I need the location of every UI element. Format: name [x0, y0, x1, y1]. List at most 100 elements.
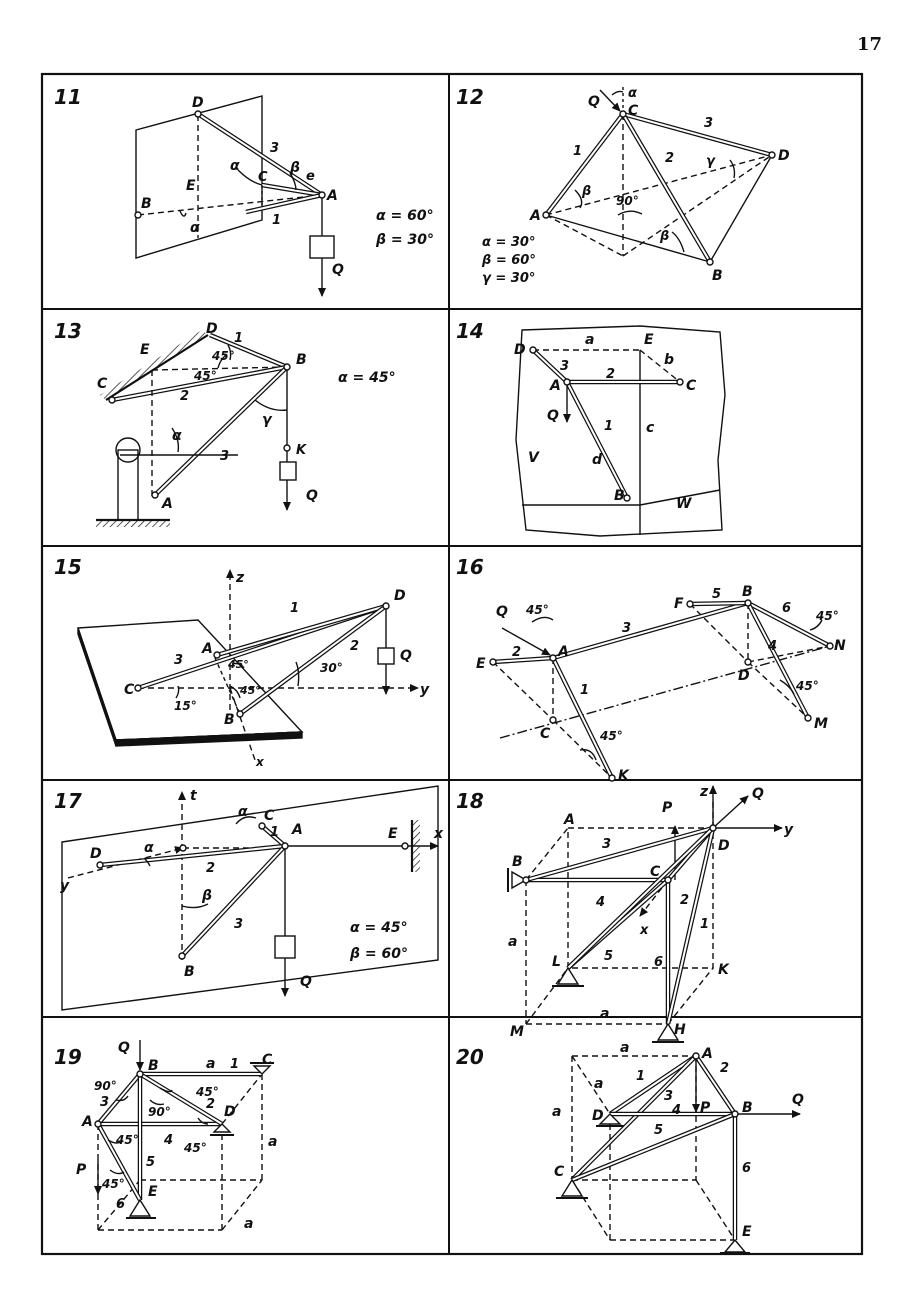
point-label: A	[549, 378, 561, 394]
panel-16: 16	[456, 555, 846, 784]
member-label: 2	[680, 893, 689, 908]
panel-13: 13	[54, 319, 396, 527]
panel-14: 14 D E A C B a b c d 1	[456, 319, 726, 537]
panel-grid	[40, 72, 864, 1256]
force-label: Q	[547, 408, 559, 424]
member-label: 3	[560, 359, 569, 374]
force-label: P	[700, 1100, 711, 1116]
point-label: N	[834, 638, 846, 654]
member-label: 1	[604, 419, 613, 434]
member-label: 3	[234, 917, 243, 932]
diagram-20	[556, 1052, 801, 1254]
point-label: A	[529, 208, 541, 224]
problem-number: 16	[456, 555, 484, 579]
angle-label: α	[628, 86, 637, 101]
point-label: B	[614, 488, 625, 504]
angle-label: 90°	[94, 1079, 117, 1093]
angle-label: α	[238, 804, 248, 820]
member-label: 1	[270, 825, 279, 840]
member-label: 3	[174, 653, 183, 668]
point-label: E	[148, 1184, 158, 1200]
angle-label: 45°	[815, 609, 839, 623]
diagram-15	[77, 569, 419, 761]
panel-19: 19	[54, 1040, 277, 1232]
axis-label: x	[433, 826, 444, 842]
angle-label: α	[144, 840, 154, 856]
member-label: 1	[573, 144, 582, 159]
member-label: 1	[234, 331, 243, 346]
member-label: 3	[602, 837, 611, 852]
given-value: α = 30°	[482, 235, 535, 250]
point-label: A	[557, 644, 569, 660]
axis-label: x	[255, 755, 265, 769]
angle-label: 45°	[599, 729, 623, 743]
angle-label: 90°	[148, 1105, 171, 1119]
point-label: A	[701, 1046, 713, 1062]
angle-label: 45°	[795, 679, 819, 693]
member-label: 2	[606, 367, 615, 382]
force-label: P	[76, 1162, 87, 1178]
point-label: D	[394, 588, 406, 604]
member-label: 4	[595, 895, 605, 910]
force-label: P	[662, 800, 673, 816]
point-label: E	[644, 332, 654, 348]
angle-label: α	[190, 220, 200, 236]
member-label: 5	[146, 1155, 155, 1170]
problem-number: 15	[54, 555, 82, 579]
point-label: M	[510, 1024, 524, 1040]
point-label: D	[514, 342, 526, 358]
point-label: E	[742, 1224, 752, 1240]
point-label: D	[192, 95, 204, 111]
member-label: 1	[290, 601, 299, 616]
problem-number: 12	[456, 85, 484, 109]
dimension-label: b	[664, 352, 674, 368]
force-label: Q	[300, 974, 312, 990]
member-label: 1	[230, 1057, 239, 1072]
point-label: E	[388, 826, 398, 842]
angle-label: 45°	[227, 658, 249, 671]
angle-label: 90°	[616, 194, 639, 208]
member-label: 5	[604, 949, 613, 964]
given-value: α = 45°	[350, 920, 408, 936]
diagram-18	[507, 785, 783, 1043]
wall-label: W	[676, 496, 692, 512]
force-label: Q	[792, 1092, 804, 1108]
point-label: A	[563, 812, 575, 828]
angle-label: γ	[262, 412, 273, 428]
angle-label: 45°	[525, 603, 549, 617]
diagram-17	[61, 785, 439, 1011]
member-label: e	[306, 169, 315, 184]
point-label: C	[650, 864, 661, 880]
point-label: D	[738, 668, 750, 684]
point-label: C	[97, 376, 108, 392]
wall-label: V	[528, 450, 540, 466]
point-label: K	[296, 443, 307, 458]
point-label: C	[262, 1052, 273, 1068]
member-label: 4	[767, 639, 777, 654]
point-label: C	[628, 103, 639, 119]
point-label: A	[161, 496, 173, 512]
point-label: H	[674, 1022, 686, 1038]
force-label: Q	[118, 1040, 130, 1056]
axis-label: z	[699, 784, 709, 800]
member-label: 3	[622, 621, 631, 636]
member-label: 3	[100, 1095, 109, 1110]
point-label: D	[90, 846, 102, 862]
diagram-14	[515, 325, 726, 537]
member-label: 6	[742, 1161, 751, 1176]
problem-number: 20	[456, 1045, 484, 1069]
angle-label: 45°	[101, 1177, 125, 1191]
dimension-label: a	[620, 1040, 629, 1056]
given-value: β = 60°	[481, 253, 536, 268]
force-label: Q	[496, 604, 508, 620]
point-label: A	[326, 188, 338, 204]
force-label: Q	[400, 648, 412, 664]
member-label: 2	[512, 645, 521, 660]
angle-label: β	[201, 888, 212, 904]
member-label: 1	[700, 917, 709, 932]
angle-label: 45°	[239, 684, 261, 697]
point-label: B	[148, 1058, 159, 1074]
problem-number: 17	[54, 789, 82, 813]
point-label: D	[778, 148, 790, 164]
panel-17: 17 t C	[54, 785, 444, 1011]
